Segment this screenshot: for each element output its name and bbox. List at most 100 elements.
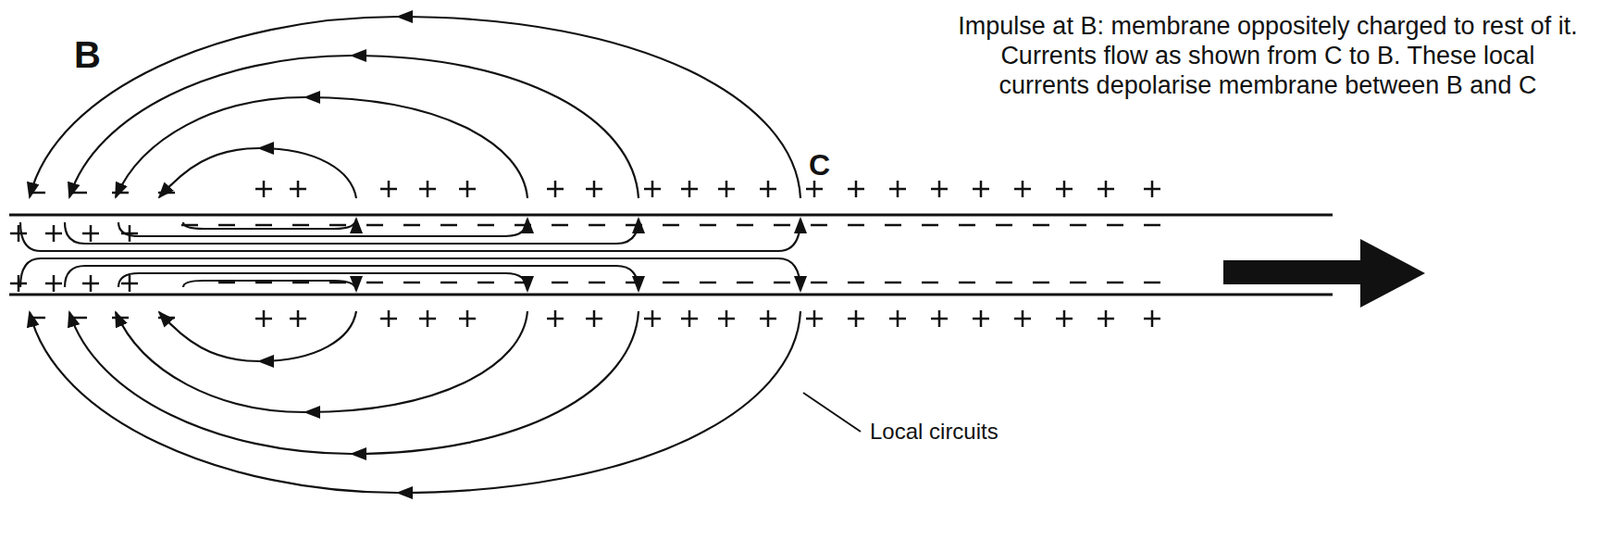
minus-sign bbox=[292, 281, 310, 285]
current-arc bbox=[115, 310, 528, 412]
plus-sign bbox=[806, 310, 823, 327]
minus-sign bbox=[773, 223, 791, 227]
minus-sign bbox=[218, 281, 236, 285]
minus-sign bbox=[514, 281, 532, 285]
minus-sign bbox=[662, 223, 680, 227]
minus-sign bbox=[551, 223, 569, 227]
minus-sign bbox=[810, 223, 828, 227]
minus-sign bbox=[662, 281, 680, 285]
callout-label: Local circuits bbox=[869, 418, 999, 445]
plus-sign bbox=[681, 180, 698, 198]
minus-sign bbox=[1106, 223, 1124, 227]
minus-sign bbox=[588, 223, 606, 227]
plus-sign bbox=[847, 180, 865, 198]
minus-sign bbox=[255, 281, 273, 285]
membrane-line bbox=[9, 213, 1333, 217]
plus-sign bbox=[419, 310, 436, 327]
minus-sign bbox=[847, 281, 865, 285]
current-path bbox=[64, 265, 639, 291]
current-loops bbox=[20, 16, 801, 251]
plus-sign bbox=[289, 180, 307, 198]
minus-sign bbox=[366, 281, 384, 285]
plus-sign bbox=[681, 310, 698, 327]
minus-sign bbox=[292, 223, 310, 227]
plus-sign bbox=[1097, 180, 1115, 198]
minus-sign bbox=[181, 223, 199, 227]
minus-sign bbox=[699, 281, 717, 285]
plus-sign bbox=[972, 310, 990, 327]
minus-sign bbox=[1069, 223, 1087, 227]
minus-sign bbox=[111, 191, 129, 195]
plus-sign bbox=[1055, 310, 1073, 327]
plus-sign bbox=[45, 224, 63, 242]
membrane-line bbox=[9, 293, 1333, 297]
current-path bbox=[20, 258, 801, 291]
plus-sign bbox=[380, 180, 397, 198]
plus-sign bbox=[255, 310, 273, 327]
minus-sign bbox=[158, 316, 175, 320]
minus-sign bbox=[810, 281, 828, 285]
minus-sign bbox=[736, 281, 754, 285]
minus-sign bbox=[440, 281, 458, 285]
plus-sign bbox=[1143, 310, 1161, 327]
plus-sign bbox=[255, 180, 273, 198]
plus-sign bbox=[10, 274, 27, 292]
minus-sign bbox=[773, 281, 791, 285]
minus-sign bbox=[884, 223, 902, 227]
current-path bbox=[20, 218, 801, 251]
minus-sign bbox=[921, 281, 939, 285]
minus-sign bbox=[28, 191, 46, 195]
minus-sign bbox=[625, 281, 643, 285]
minus-sign bbox=[255, 223, 273, 227]
plus-sign bbox=[380, 310, 397, 327]
leader-line bbox=[803, 392, 861, 432]
current-arc bbox=[29, 16, 801, 199]
plus-sign bbox=[718, 310, 735, 327]
plus-sign bbox=[1143, 180, 1161, 198]
plus-sign bbox=[45, 274, 63, 292]
minus-sign bbox=[958, 281, 976, 285]
plus-sign bbox=[889, 310, 906, 327]
plus-sign bbox=[889, 180, 906, 198]
plus-sign bbox=[121, 224, 138, 242]
plus-sign bbox=[972, 180, 990, 198]
current-arc bbox=[29, 310, 801, 493]
minus-sign bbox=[921, 223, 939, 227]
plus-sign bbox=[546, 180, 564, 198]
note-text: Impulse at B: membrane oppositely charge… bbox=[953, 11, 1583, 100]
plus-sign bbox=[585, 180, 603, 198]
current-arc bbox=[69, 310, 639, 454]
plus-sign bbox=[1055, 180, 1073, 198]
minus-sign bbox=[736, 223, 754, 227]
plus-sign bbox=[82, 274, 100, 292]
point-label: B bbox=[74, 33, 101, 76]
minus-sign bbox=[1143, 281, 1161, 285]
plus-sign bbox=[806, 180, 823, 198]
minus-sign bbox=[329, 281, 347, 285]
minus-sign bbox=[477, 223, 495, 227]
current-path bbox=[118, 272, 528, 291]
current-loops bbox=[20, 258, 801, 493]
minus-sign bbox=[699, 223, 717, 227]
plus-sign bbox=[121, 274, 138, 292]
minus-sign bbox=[28, 316, 46, 320]
plus-sign bbox=[82, 224, 100, 242]
plus-sign bbox=[546, 310, 564, 327]
plus-sign bbox=[585, 310, 603, 327]
minus-sign bbox=[403, 223, 421, 227]
minus-sign bbox=[514, 223, 532, 227]
minus-sign bbox=[366, 223, 384, 227]
minus-sign bbox=[588, 281, 606, 285]
current-path bbox=[64, 218, 639, 244]
minus-sign bbox=[477, 281, 495, 285]
minus-sign bbox=[111, 316, 129, 320]
minus-sign bbox=[440, 223, 458, 227]
minus-sign bbox=[1032, 223, 1050, 227]
minus-sign bbox=[403, 281, 421, 285]
plus-sign bbox=[1014, 180, 1031, 198]
plus-sign bbox=[458, 180, 476, 198]
plus-sign bbox=[718, 180, 735, 198]
minus-sign bbox=[70, 191, 87, 195]
plus-sign bbox=[644, 310, 661, 327]
